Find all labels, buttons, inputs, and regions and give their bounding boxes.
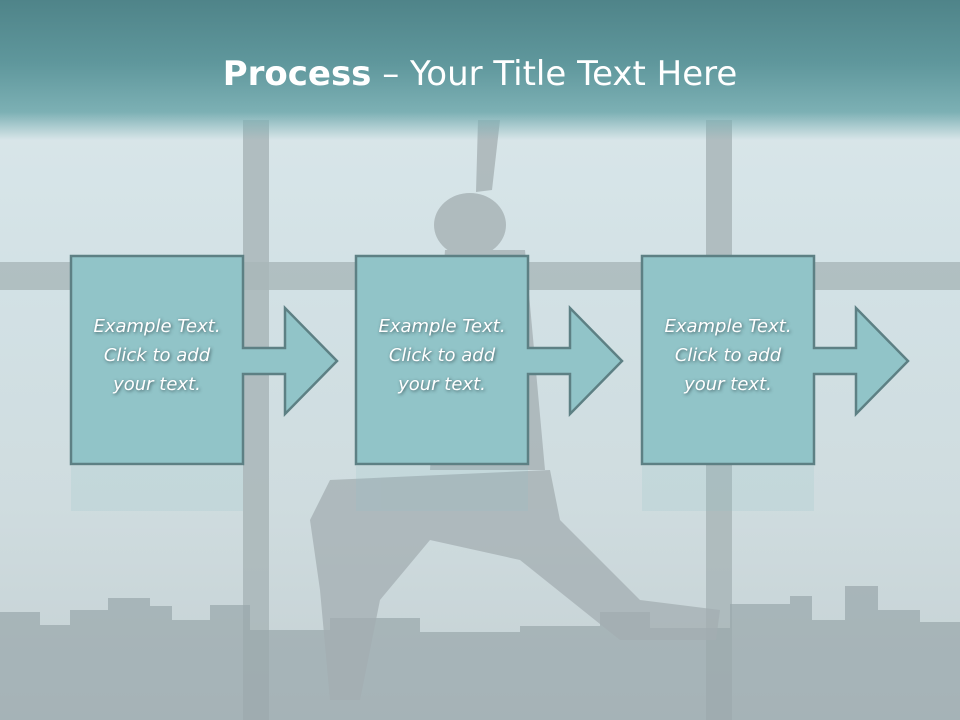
step-text-line: Click to add	[674, 345, 782, 366]
step-arrow-shape	[69, 254, 339, 511]
title-bold: Process	[222, 54, 372, 94]
process-step-2[interactable]: Example Text. Click to add your text.	[354, 254, 626, 511]
slide-title[interactable]: Process – Your Title Text Here	[0, 52, 960, 96]
title-band	[0, 0, 960, 140]
step-arrow-shape	[354, 254, 624, 511]
step-text-line: your text.	[684, 374, 772, 395]
city-skyline	[0, 586, 960, 720]
step-text-line: Example Text.	[664, 316, 792, 337]
step-text-line: Example Text.	[93, 316, 221, 337]
step-text[interactable]: Example Text. Click to add your text.	[356, 312, 528, 399]
step-text[interactable]: Example Text. Click to add your text.	[71, 312, 243, 399]
process-step-1[interactable]: Example Text. Click to add your text.	[69, 254, 341, 511]
title-rest: – Your Title Text Here	[371, 54, 738, 94]
step-text-line: Click to add	[103, 345, 211, 366]
step-text-line: your text.	[113, 374, 201, 395]
step-arrow-shape	[640, 254, 910, 511]
step-text-line: Example Text.	[378, 316, 506, 337]
step-text-line: your text.	[398, 374, 486, 395]
step-text[interactable]: Example Text. Click to add your text.	[642, 312, 814, 399]
process-step-3[interactable]: Example Text. Click to add your text.	[640, 254, 912, 511]
step-text-line: Click to add	[388, 345, 496, 366]
